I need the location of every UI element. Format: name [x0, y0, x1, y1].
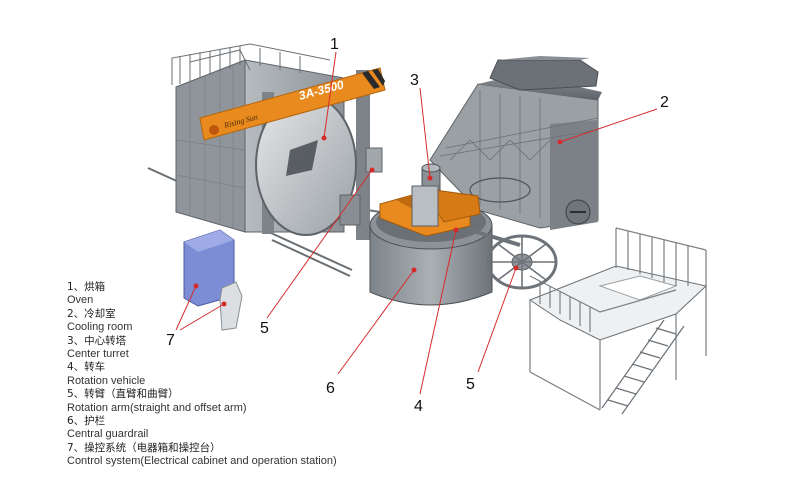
operation-platform: [528, 227, 708, 415]
rotation-vehicle: [379, 185, 481, 237]
callout-5b: 5: [466, 376, 475, 393]
legend-3-zh: 3、中心转塔: [67, 334, 127, 347]
callout-5a: 5: [260, 320, 269, 337]
oven-control-box: [339, 147, 383, 226]
callout-4: 4: [414, 398, 423, 415]
legend-6-en: Central guardrail: [67, 428, 149, 441]
brand-logo-icon: [209, 125, 219, 135]
legend-2-en: Cooling room: [67, 321, 133, 334]
legend-1-en: Oven: [67, 294, 94, 307]
callout-1: 1: [330, 36, 339, 53]
legend-3-en: Center turret: [67, 348, 129, 361]
legend-4-zh: 4、转车: [67, 361, 106, 374]
legend-7-zh: 7、操控系统（电器箱和操控台）: [67, 441, 221, 454]
control-system: [183, 229, 243, 331]
callout-7: 7: [166, 332, 175, 349]
legend-7-en: Control system(Electrical cabinet and op…: [67, 455, 337, 468]
callout-3: 3: [410, 72, 419, 89]
legend-4-en: Rotation vehicle: [67, 374, 146, 387]
callout-2: 2: [660, 94, 669, 111]
legend-5-en: Rotation arm(straight and offset arm): [67, 401, 247, 414]
legend-5-zh: 5、转臂（直臂和曲臂）: [67, 388, 179, 401]
cooling-room: [429, 56, 602, 230]
legend: 1、烘箱 Oven 2、冷却室 Cooling room 3、中心转塔 Cent…: [67, 281, 447, 469]
legend-1-zh: 1、烘箱: [67, 281, 106, 293]
leader-lines: [175, 51, 658, 395]
callout-6: 6: [326, 380, 335, 397]
legend-2-zh: 2、冷却室: [67, 307, 116, 320]
legend-6-zh: 6、护栏: [67, 415, 106, 428]
